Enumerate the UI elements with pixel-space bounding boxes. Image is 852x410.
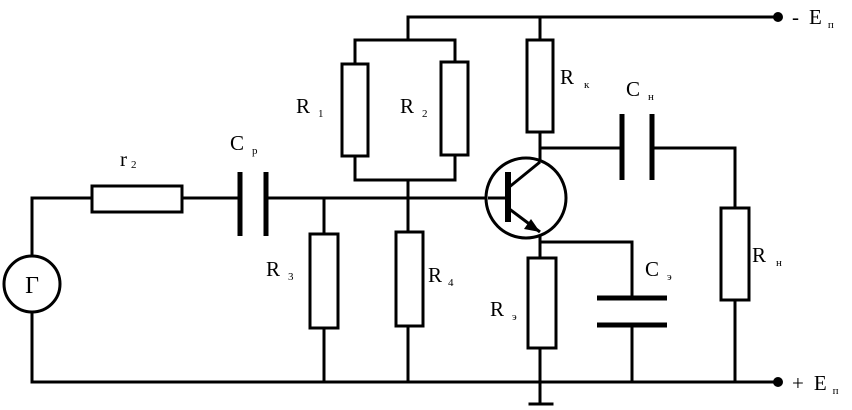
- resistor-r-collector: [525, 38, 555, 134]
- wires: [30, 15, 780, 406]
- resistor-r3: [308, 232, 340, 330]
- resistor-r-source: [90, 184, 184, 214]
- bottom-terminal: [773, 377, 783, 387]
- capacitor-c-emitter: [597, 295, 667, 328]
- resistor-r4: [394, 230, 425, 328]
- resistor-r-emitter: [526, 256, 558, 350]
- transistor: [484, 156, 568, 240]
- resistor-r2: [439, 60, 470, 157]
- top-terminal: [773, 12, 783, 22]
- emitter-arrow-icon: [524, 219, 540, 232]
- resistor-r1: [340, 62, 370, 158]
- capacitor-c-load: [619, 114, 655, 180]
- generator-label: Г: [25, 273, 39, 299]
- generator-symbol: Г: [2, 254, 62, 314]
- resistor-r-load: [719, 206, 751, 302]
- capacitor-c-coupling: [237, 172, 269, 236]
